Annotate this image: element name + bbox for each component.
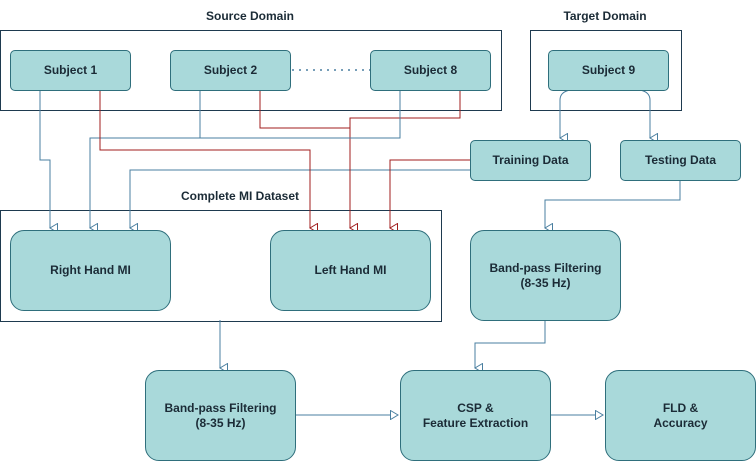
edge-subject8-right	[200, 90, 401, 139]
complete-dataset-group	[0, 210, 442, 322]
edge-subject2-right	[90, 90, 201, 228]
complete-dataset-title: Complete MI Dataset	[180, 189, 300, 203]
edge-subject9-training	[560, 89, 571, 138]
subject-8-node: Subject 8	[370, 50, 491, 91]
right-hand-mi-node: Right Hand MI	[10, 230, 171, 311]
target-domain-group	[530, 30, 682, 111]
edge-training-left	[390, 159, 470, 228]
left-hand-mi-node: Left Hand MI	[270, 230, 431, 311]
subject-2-node: Subject 2	[170, 50, 291, 91]
edge-subject8-left	[349, 90, 461, 228]
edge-subject2-left	[259, 90, 350, 228]
target-domain-title: Target Domain	[563, 9, 647, 23]
edge-subject9-testing	[639, 89, 650, 138]
source-domain-group	[0, 30, 502, 111]
bandpass-main-node: Band-pass Filtering (8-35 Hz)	[145, 370, 296, 461]
edge-testing-bandpass	[545, 181, 681, 228]
subject-1-node: Subject 1	[10, 50, 131, 91]
source-domain-title: Source Domain	[205, 9, 295, 23]
csp-feature-extraction-node: CSP & Feature Extraction	[400, 370, 551, 461]
edge-bandpass-target-csp	[475, 320, 546, 368]
fld-accuracy-node: FLD & Accuracy	[605, 370, 756, 461]
bandpass-target-node: Band-pass Filtering (8-35 Hz)	[470, 230, 621, 321]
edge-subject1-left	[99, 90, 310, 228]
training-data-node: Training Data	[470, 140, 591, 181]
subject-9-node: Subject 9	[548, 50, 669, 91]
testing-data-node: Testing Data	[620, 140, 741, 181]
edge-training-right	[130, 169, 470, 228]
edge-subject1-right	[39, 90, 50, 228]
